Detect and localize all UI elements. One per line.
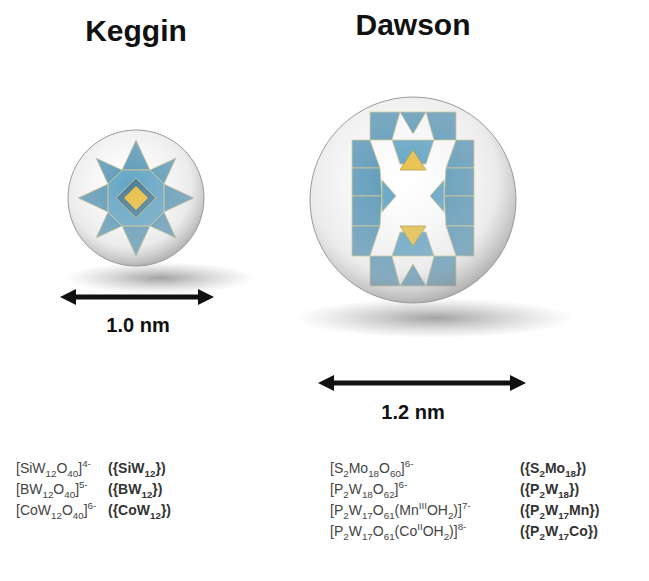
formula-tag: ({CoW12}) (108, 502, 171, 518)
dawson-sphere (310, 97, 516, 303)
formula-tag: ({S2Mo18}) (520, 460, 586, 476)
formula: [S2Mo18O60]6- (330, 460, 413, 476)
formula-tag: ({P2W17Mn}) (520, 502, 599, 518)
keggin-sphere (68, 130, 204, 266)
formula: [BW12O40]5- (16, 481, 88, 497)
formula: [P2W18O62]6- (330, 481, 407, 497)
heading: Dawson (355, 8, 470, 42)
formula: [SiW12O40]4- (16, 460, 91, 476)
formula-tag: ({SiW12}) (108, 460, 166, 476)
heading: Keggin (85, 14, 187, 48)
shadow (65, 262, 255, 294)
formula: [P2W17O61(CoIIOH2)]8- (330, 523, 466, 539)
dimension-arrow (68, 295, 206, 300)
dimension-label: 1.2 nm (381, 401, 444, 424)
formula-tag: ({P2W18}) (520, 481, 579, 497)
dimension-label: 1.0 nm (106, 314, 169, 337)
shadow (295, 298, 575, 338)
formula-tag: ({BW12}) (108, 481, 162, 497)
formula: [P2W17O61(MnIIIOH2)]7- (330, 502, 471, 518)
formula: [CoW12O40]6- (16, 502, 96, 518)
dimension-arrow (326, 381, 518, 386)
formula-tag: ({P2W17Co}) (520, 523, 598, 539)
